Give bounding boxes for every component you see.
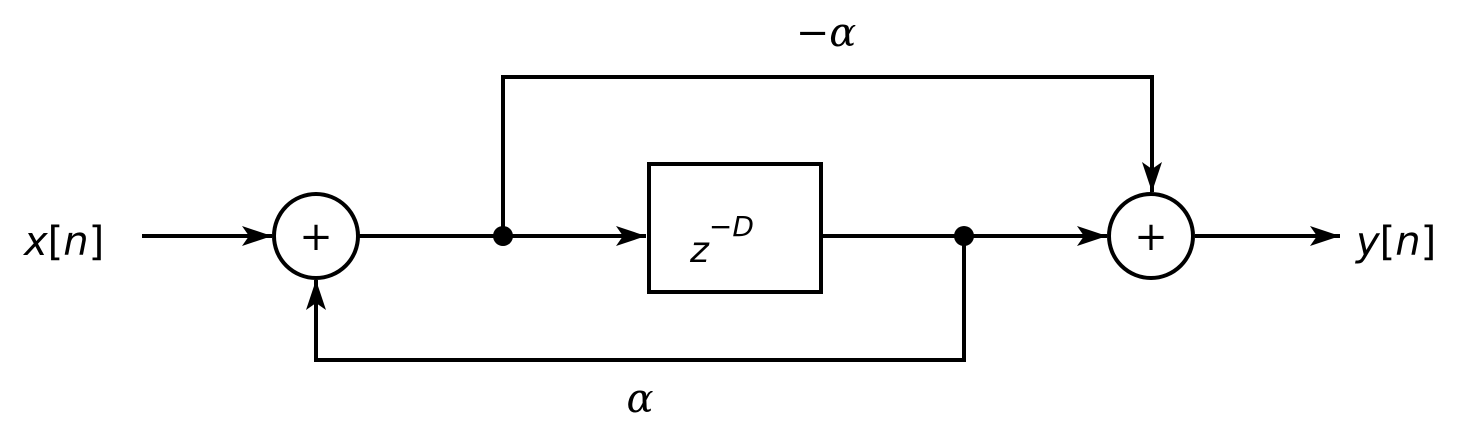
summing-junction-2 <box>1107 192 1195 280</box>
delay-base: z <box>689 230 710 271</box>
output-signal-open-bracket: [ <box>1380 219 1396 265</box>
output-signal-label: y[n] <box>1355 219 1436 265</box>
input-signal-index: n <box>63 219 88 265</box>
feedback-gain-label: α <box>626 376 653 422</box>
feedforward-path-arrow <box>501 75 1162 236</box>
delay-block <box>647 162 823 294</box>
input-signal-var: x <box>22 219 48 265</box>
delay-block-label: z−D <box>689 210 754 271</box>
summing-junction-2-symbol: + <box>1134 214 1168 260</box>
input-signal-open-bracket: [ <box>48 219 64 265</box>
summing-junction-1-symbol: + <box>299 214 333 260</box>
branch-point-2 <box>954 226 974 246</box>
feedback-path-arrow <box>306 236 966 362</box>
branch-point-1 <box>493 226 513 246</box>
input-signal-close-bracket: ] <box>89 219 105 265</box>
delay-exponent: −D <box>709 210 754 243</box>
output-signal-close-bracket: ] <box>1421 219 1437 265</box>
input-signal-label: x[n] <box>22 219 104 265</box>
output-signal-index: n <box>1395 219 1420 265</box>
feedforward-gain-label: −α <box>796 10 857 56</box>
summing-junction-1 <box>272 192 360 280</box>
output-signal-var: y <box>1355 219 1381 265</box>
